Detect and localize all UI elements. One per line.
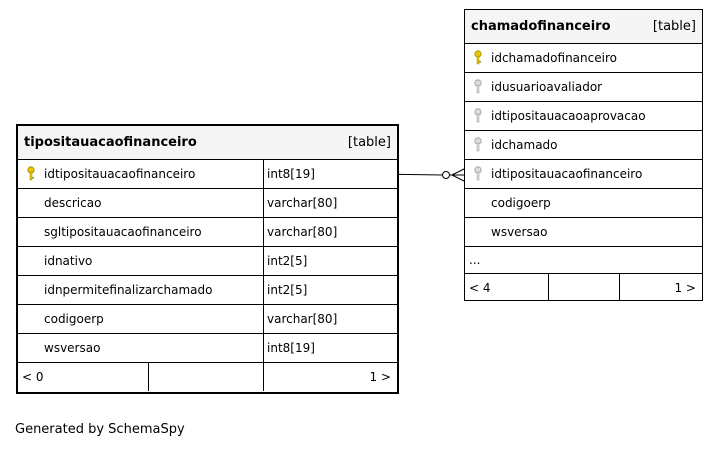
foreign-key-icon — [465, 160, 491, 188]
table-row[interactable]: wsversao int8[19] — [18, 334, 397, 363]
table-row[interactable]: idusuarioavaliador — [465, 73, 702, 102]
footer-children-count[interactable]: < 0 — [18, 363, 149, 391]
table-name: tipositauacaofinanceiro — [24, 135, 197, 150]
column-name: idtipositauacaofinanceiro — [491, 167, 643, 181]
table-footer: < 4 1 > — [465, 274, 702, 301]
column-name: sgltipositauacaofinanceiro — [44, 225, 202, 239]
column-name: idchamado — [491, 138, 558, 152]
footer-parents-count[interactable]: 1 > — [369, 370, 391, 384]
primary-key-icon — [18, 166, 44, 182]
table-row[interactable]: idchamadofinanceiro — [465, 44, 702, 73]
column-name: codigoerp — [491, 196, 551, 210]
table-chamadofinanceiro[interactable]: chamadofinanceiro [table] idchamadofinan… — [464, 9, 703, 301]
column-name: wsversao — [491, 225, 548, 239]
column-type: varchar[80] — [267, 196, 338, 210]
table-row[interactable]: wsversao — [465, 218, 702, 247]
column-type: varchar[80] — [267, 312, 338, 326]
table-tipositauacaofinanceiro[interactable]: tipositauacaofinanceiro [table] idtiposi… — [16, 124, 399, 394]
foreign-key-icon — [465, 102, 491, 130]
table-row[interactable]: codigoerp — [465, 189, 702, 218]
footer-parents-count[interactable]: 1 > — [674, 280, 696, 295]
column-name: wsversao — [44, 341, 101, 355]
table-row[interactable]: codigoerp varchar[80] — [18, 305, 397, 334]
column-type: int8[19] — [267, 341, 315, 355]
column-type: int2[5] — [267, 254, 308, 268]
column-name: idnativo — [44, 254, 93, 268]
generated-by-caption: Generated by SchemaSpy — [15, 422, 185, 437]
column-type: int2[5] — [267, 283, 308, 297]
table-type-label: [table] — [652, 19, 696, 34]
foreign-key-icon — [465, 73, 491, 101]
column-name: idtipositauacaofinanceiro — [44, 167, 196, 181]
table-row[interactable]: idtipositauacaofinanceiro — [465, 160, 702, 189]
table-row[interactable]: idchamado — [465, 131, 702, 160]
table-header: chamadofinanceiro [table] — [465, 10, 702, 44]
table-row[interactable]: descricao varchar[80] — [18, 189, 397, 218]
table-row[interactable]: idnpermitefinalizarchamado int2[5] — [18, 276, 397, 305]
column-name: idchamadofinanceiro — [491, 51, 617, 65]
table-type-label: [table] — [347, 135, 391, 150]
column-name: idusuarioavaliador — [491, 80, 603, 94]
column-type: varchar[80] — [267, 225, 338, 239]
table-row[interactable]: idtipositauacaofinanceiro int8[19] — [18, 160, 397, 189]
table-row[interactable]: idnativo int2[5] — [18, 247, 397, 276]
table-row[interactable]: sgltipositauacaofinanceiro varchar[80] — [18, 218, 397, 247]
column-name: idtipositauacaoaprovacao — [491, 109, 646, 123]
more-columns-row: ... — [465, 247, 702, 274]
footer-children-count[interactable]: < 4 — [465, 274, 549, 301]
foreign-key-icon — [465, 131, 491, 159]
table-row[interactable]: idtipositauacaoaprovacao — [465, 102, 702, 131]
table-name: chamadofinanceiro — [471, 19, 611, 34]
more-columns-ellipsis: ... — [469, 253, 481, 267]
column-name: idnpermitefinalizarchamado — [44, 283, 213, 297]
column-name: codigoerp — [44, 312, 104, 326]
table-header: tipositauacaofinanceiro [table] — [18, 126, 397, 160]
table-footer: < 0 1 > — [18, 363, 397, 391]
column-type: int8[19] — [267, 167, 315, 181]
primary-key-icon — [465, 44, 491, 72]
column-name: descricao — [44, 196, 102, 210]
